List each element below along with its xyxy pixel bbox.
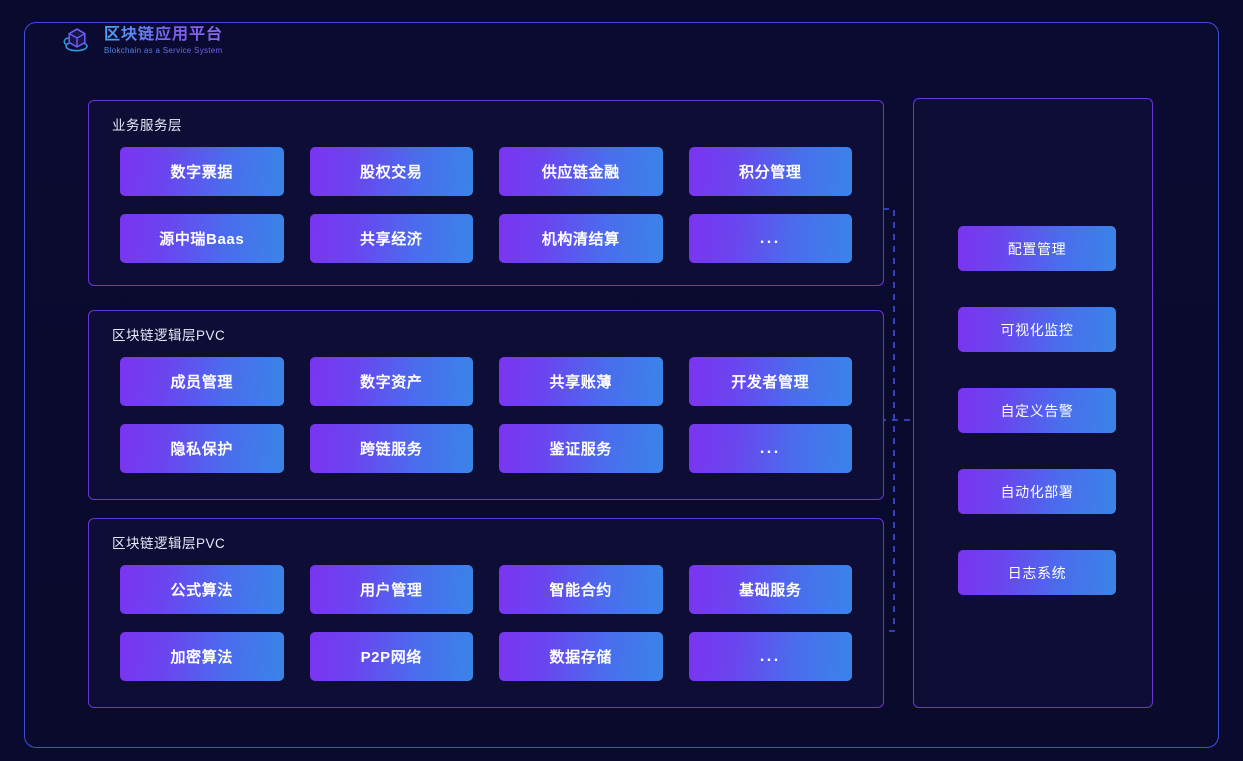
layer-tile[interactable]: P2P网络 <box>309 632 473 681</box>
layer-tile[interactable]: 隐私保护 <box>120 424 284 473</box>
layer-tile[interactable]: 跨链服务 <box>309 424 473 473</box>
layer-tile[interactable]: 成员管理 <box>120 357 284 406</box>
layer-tile[interactable]: 共享账薄 <box>499 357 663 406</box>
layer-tile[interactable]: 数字票据 <box>120 147 284 196</box>
layer-tile[interactable]: 积分管理 <box>688 147 852 196</box>
layer-tile-grid: 数字票据 股权交易 供应链金融 积分管理 源中瑞Baas 共享经济 机构清结算 … <box>120 147 852 263</box>
layer-tile-more[interactable]: ... <box>688 632 852 681</box>
side-panel-item-monitoring[interactable]: 可视化监控 <box>958 307 1116 352</box>
layer-tile[interactable]: 股权交易 <box>309 147 473 196</box>
side-panel-item-deployment[interactable]: 自动化部署 <box>958 469 1116 514</box>
layer-panel-business-service: 业务服务层 数字票据 股权交易 供应链金融 积分管理 源中瑞Baas 共享经济 … <box>88 100 884 286</box>
layer-panel-blockchain-logic-pvc-2: 区块链逻辑层PVC 公式算法 用户管理 智能合约 基础服务 加密算法 P2P网络… <box>88 518 884 708</box>
layer-tile[interactable]: 鉴证服务 <box>499 424 663 473</box>
dashed-connector <box>880 208 920 632</box>
layer-tile[interactable]: 公式算法 <box>120 565 284 614</box>
layer-tile-more[interactable]: ... <box>688 214 852 263</box>
layer-tile-grid: 成员管理 数字资产 共享账薄 开发者管理 隐私保护 跨链服务 鉴证服务 ... <box>120 357 852 473</box>
layer-tile[interactable]: 数字资产 <box>309 357 473 406</box>
side-panel-item-alerts[interactable]: 自定义告警 <box>958 388 1116 433</box>
layer-tile[interactable]: 源中瑞Baas <box>120 214 284 263</box>
side-panel-management: 配置管理 可视化监控 自定义告警 自动化部署 日志系统 <box>913 98 1153 708</box>
layer-tile[interactable]: 用户管理 <box>309 565 473 614</box>
brand-title: 区块链应用平台 <box>104 26 224 43</box>
layer-panel-blockchain-logic-pvc-1: 区块链逻辑层PVC 成员管理 数字资产 共享账薄 开发者管理 隐私保护 跨链服务… <box>88 310 884 500</box>
brand-logo: 区块链应用平台 Blokchain as a Service System <box>58 22 223 60</box>
cube-cloud-icon <box>58 22 96 60</box>
layer-tile[interactable]: 开发者管理 <box>688 357 852 406</box>
layer-title: 区块链逻辑层PVC <box>112 328 226 343</box>
layer-title: 区块链逻辑层PVC <box>112 536 226 551</box>
brand-subtitle: Blokchain as a Service System <box>104 46 223 55</box>
layer-title: 业务服务层 <box>112 118 182 133</box>
side-panel-item-logs[interactable]: 日志系统 <box>958 550 1116 595</box>
layer-tile[interactable]: 智能合约 <box>499 565 663 614</box>
layer-tile[interactable]: 加密算法 <box>120 632 284 681</box>
layer-tile[interactable]: 机构清结算 <box>499 214 663 263</box>
side-panel-list: 配置管理 可视化监控 自定义告警 自动化部署 日志系统 <box>958 226 1116 595</box>
layer-tile[interactable]: 基础服务 <box>688 565 852 614</box>
brand-text: 区块链应用平台 Blokchain as a Service System <box>104 26 223 56</box>
layer-tile-grid: 公式算法 用户管理 智能合约 基础服务 加密算法 P2P网络 数据存储 ... <box>120 565 852 681</box>
layer-tile-more[interactable]: ... <box>688 424 852 473</box>
layer-tile[interactable]: 共享经济 <box>309 214 473 263</box>
side-panel-item-config[interactable]: 配置管理 <box>958 226 1116 271</box>
layer-tile[interactable]: 供应链金融 <box>499 147 663 196</box>
layer-tile[interactable]: 数据存储 <box>499 632 663 681</box>
